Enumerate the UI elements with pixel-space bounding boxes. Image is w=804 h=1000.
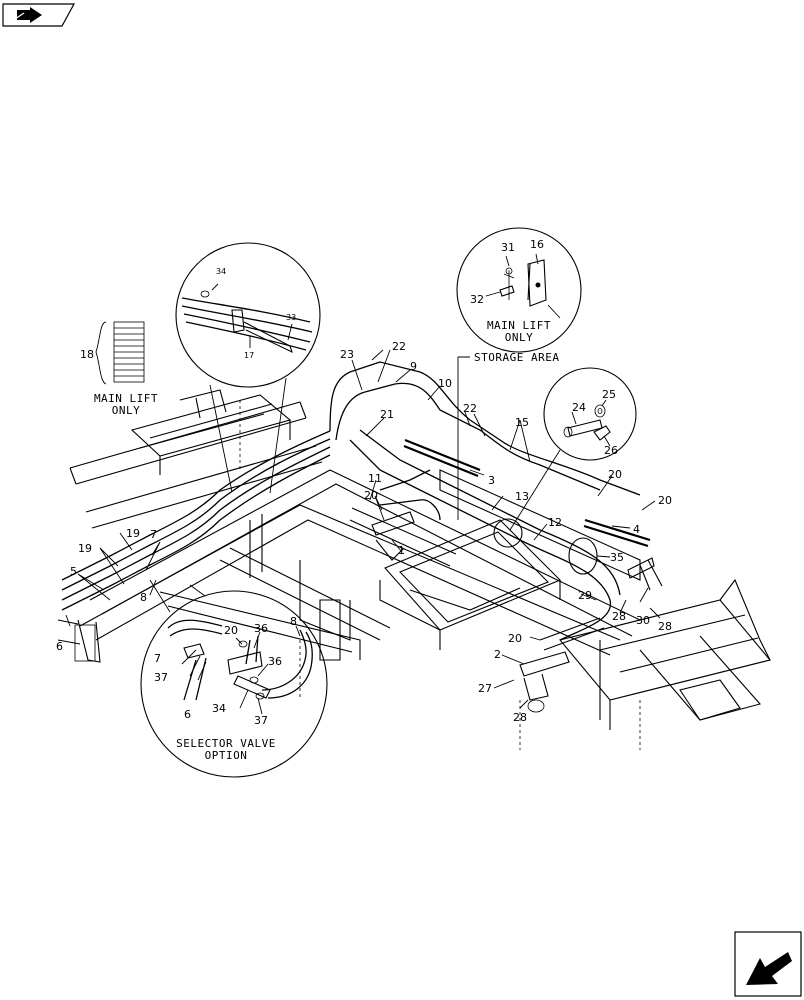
label-22-top: 22	[392, 340, 406, 353]
label-29: 29	[578, 589, 592, 602]
caption-main-lift-left-2: ONLY	[112, 404, 141, 417]
hydraulic-hoses	[61, 361, 651, 641]
label-33: 33	[286, 313, 296, 322]
label-15: 15	[515, 416, 529, 429]
label-7-valve: 7	[154, 652, 161, 665]
storage-area-leader	[457, 356, 470, 520]
label-36-top: 36	[254, 622, 268, 635]
label-3: 3	[488, 474, 495, 487]
label-4: 4	[633, 523, 640, 536]
label-8-valve: 8	[290, 615, 297, 628]
label-24: 24	[572, 401, 586, 414]
label-26: 26	[604, 444, 618, 457]
label-11: 11	[368, 472, 382, 485]
label-37-left: 37	[154, 671, 168, 684]
caption-main-lift-left-1: MAIN LIFT	[94, 392, 158, 405]
label-17: 17	[244, 351, 254, 360]
leader-lines	[65, 349, 661, 709]
caption-main-lift-top-2: ONLY	[505, 331, 534, 344]
label-19-left: 19	[78, 542, 92, 555]
caption-main-lift-top-1: MAIN LIFT	[487, 319, 551, 332]
next-page-arrow-icon[interactable]	[734, 931, 802, 997]
label-12: 12	[548, 516, 562, 529]
label-18: 18	[80, 348, 94, 361]
label-22-mid: 22	[463, 402, 477, 415]
cylinders	[371, 511, 663, 713]
captions: MAIN LIFT ONLY MAIN LIFT ONLY STORAGE AR…	[94, 319, 559, 762]
label-37-bottom: 37	[254, 714, 268, 727]
label-32: 32	[470, 293, 484, 306]
label-8-main: 8	[140, 591, 147, 604]
label-16: 16	[530, 238, 544, 251]
caption-selector-valve-2: OPTION	[205, 749, 248, 762]
label-20-far-right: 20	[658, 494, 672, 507]
label-20-valve: 20	[224, 624, 238, 637]
label-25: 25	[602, 388, 616, 401]
callout-selector-valve	[140, 579, 328, 778]
spring-stack	[95, 321, 145, 385]
label-5: 5	[70, 565, 77, 578]
label-34-top: 34	[216, 267, 226, 276]
label-28-upper: 28	[612, 610, 626, 623]
part-labels: 31 16 32 34 33 17 18 23 22 9 10 21 22 15…	[56, 238, 672, 727]
label-28-right: 28	[658, 620, 672, 633]
label-28-lower: 28	[513, 711, 527, 724]
label-21: 21	[380, 408, 394, 421]
label-10: 10	[438, 377, 452, 390]
label-2: 2	[494, 648, 501, 661]
implement-frame	[57, 389, 771, 750]
label-23: 23	[340, 348, 354, 361]
label-30: 30	[636, 614, 650, 627]
caption-selector-valve-1: SELECTOR VALVE	[176, 737, 276, 750]
label-31: 31	[501, 241, 515, 254]
book-arrow-icon[interactable]	[2, 3, 76, 27]
label-20-hitch: 20	[364, 489, 378, 502]
callout-hose-clamp	[175, 242, 321, 494]
label-9: 9	[410, 360, 417, 373]
callout-pin-washer	[509, 367, 637, 531]
label-7-main: 7	[150, 528, 157, 541]
callout-main-lift-pin	[456, 227, 582, 353]
label-20-right: 20	[608, 468, 622, 481]
caption-storage-area: STORAGE AREA	[474, 351, 559, 364]
label-6-valve: 6	[184, 708, 191, 721]
label-36-mid: 36	[268, 655, 282, 668]
label-1: 1	[398, 544, 405, 557]
label-27: 27	[478, 682, 492, 695]
label-6-main: 6	[56, 640, 63, 653]
label-34-valve: 34	[212, 702, 226, 715]
detail-circle-13	[493, 518, 523, 548]
label-35: 35	[610, 551, 624, 564]
label-19-right: 19	[126, 527, 140, 540]
label-20-lower: 20	[508, 632, 522, 645]
label-13: 13	[515, 490, 529, 503]
